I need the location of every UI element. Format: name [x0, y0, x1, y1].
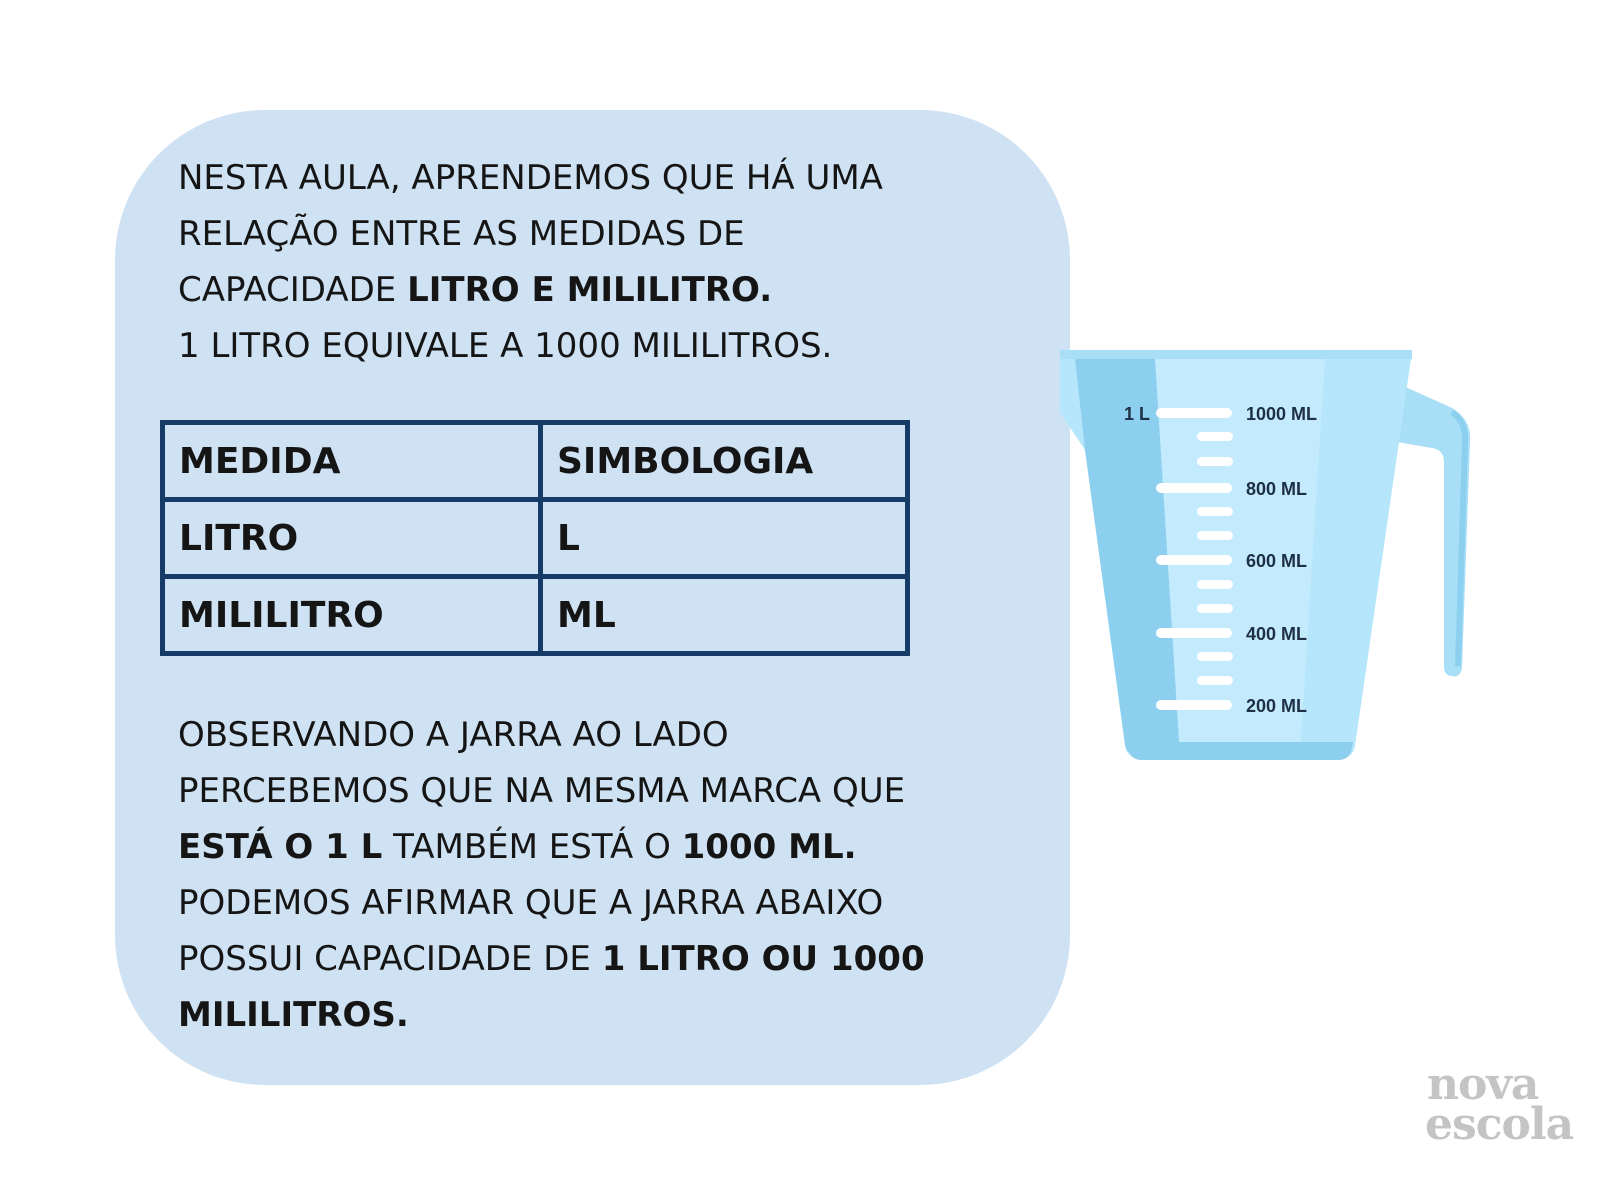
intro-line-4: 1 LITRO EQUIVALE A 1000 MILILITROS. [178, 326, 833, 366]
table-header-cell: SIMBOLOGIA [538, 420, 910, 502]
intro-paragraph: NESTA AULA, APRENDEMOS QUE HÁ UMA RELAÇÃ… [178, 150, 883, 374]
table-header-row: MEDIDA SIMBOLOGIA [160, 420, 910, 502]
table-cell: LITRO [160, 497, 543, 579]
observation-line-2: PERCEBEMOS QUE NA MESMA MARCA QUE [178, 771, 906, 811]
jug-mark-label: 200 ML [1246, 696, 1307, 716]
table-cell: MILILITRO [160, 574, 543, 656]
intro-line-3-bold: LITRO E MILILITRO. [407, 270, 773, 310]
measuring-jug-illustration: 1 L 1000 ML 800 ML 600 ML 400 ML 200 ML [1060, 350, 1471, 760]
jug-mark-label: 800 ML [1246, 479, 1307, 499]
intro-line-3: CAPACIDADE [178, 270, 408, 310]
logo-line-2: escola [1425, 1099, 1574, 1150]
table-row: LITRO L [160, 497, 910, 579]
table-cell: L [538, 497, 910, 579]
observation-line-5-bold: 1 LITRO OU 1000 [601, 939, 925, 979]
table-header-cell: MEDIDA [160, 420, 543, 502]
table-row: MILILITRO ML [160, 574, 910, 656]
jug-mark-label: 1000 ML [1246, 404, 1317, 424]
measures-table: MEDIDA SIMBOLOGIA LITRO L MILILITRO ML [160, 420, 910, 656]
observation-line-3-bold-a: ESTÁ O 1 L [178, 827, 383, 867]
intro-line-2: RELAÇÃO ENTRE AS MEDIDAS DE [178, 214, 745, 254]
observation-line-1: OBSERVANDO A JARRA AO LADO [178, 715, 729, 755]
observation-paragraph: OBSERVANDO A JARRA AO LADO PERCEBEMOS QU… [178, 707, 925, 1043]
nova-escola-logo: nova escola [1425, 1059, 1574, 1150]
jug-label-1l: 1 L [1124, 404, 1150, 424]
jug-mark-label: 600 ML [1246, 551, 1307, 571]
intro-line-1: NESTA AULA, APRENDEMOS QUE HÁ UMA [178, 158, 883, 198]
observation-line-6-bold: MILILITROS. [178, 995, 409, 1035]
table-cell: ML [538, 574, 910, 656]
observation-line-5: POSSUI CAPACIDADE DE [178, 939, 602, 979]
jug-mark-label: 400 ML [1246, 624, 1307, 644]
observation-line-3: TAMBÉM ESTÁ O [382, 827, 682, 867]
observation-line-3-bold-b: 1000 ML. [681, 827, 857, 867]
observation-line-4: PODEMOS AFIRMAR QUE A JARRA ABAIXO [178, 883, 884, 923]
logo-line-1: nova [1427, 1059, 1539, 1110]
jug-handle [1385, 380, 1471, 677]
